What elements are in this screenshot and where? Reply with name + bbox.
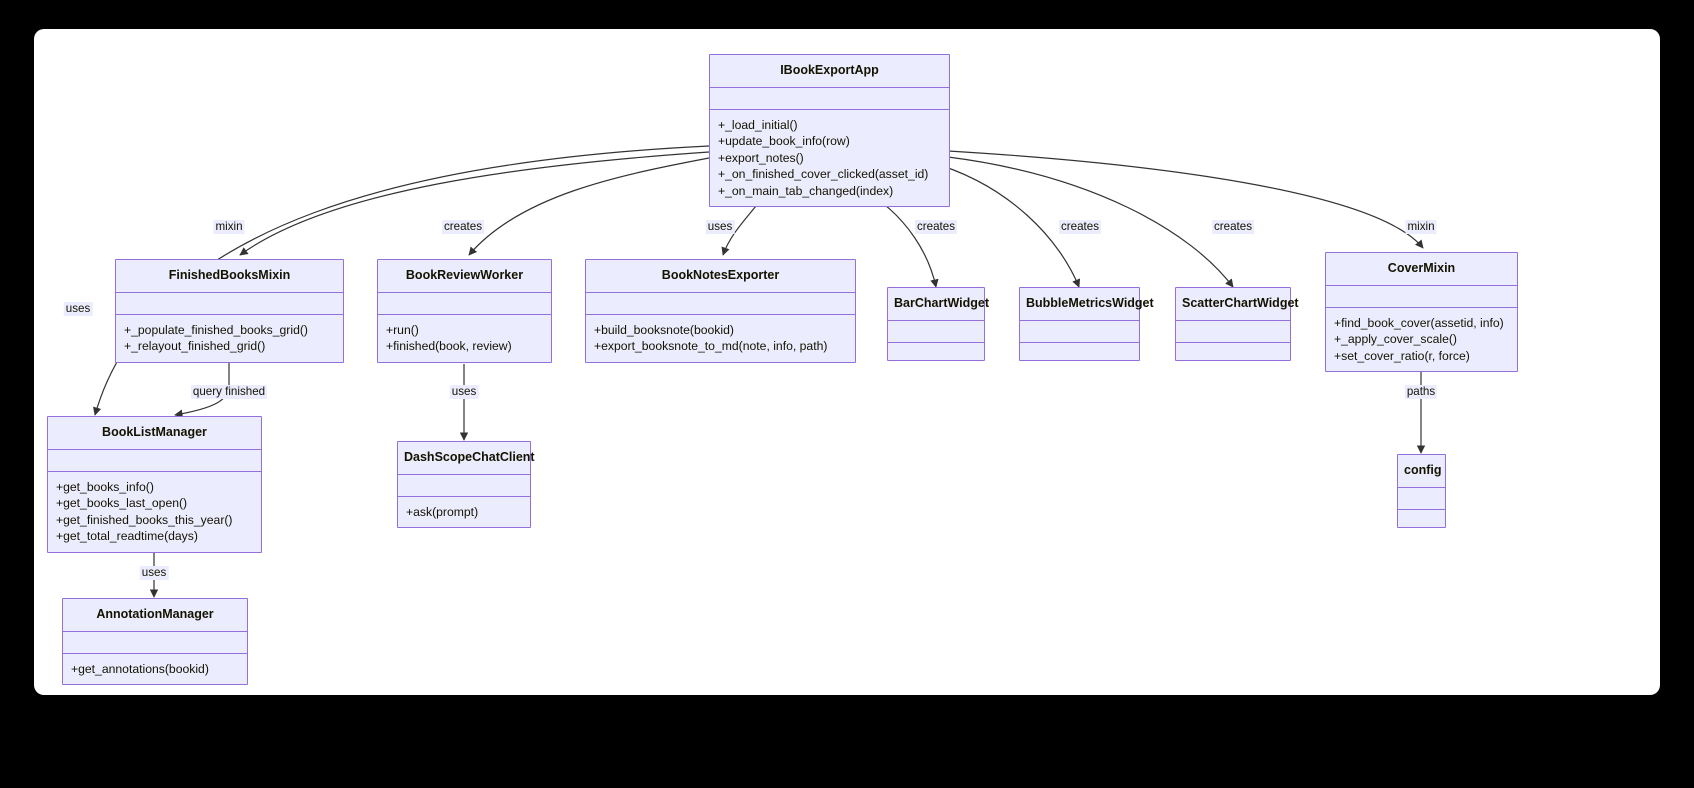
class-title: FinishedBooksMixin bbox=[116, 260, 343, 293]
class-methods bbox=[888, 343, 984, 360]
method-row: +set_cover_ratio(r, force) bbox=[1334, 348, 1470, 363]
class-methods bbox=[1176, 343, 1290, 360]
class-attributes bbox=[1326, 286, 1517, 308]
class-attributes bbox=[710, 88, 949, 110]
class-methods: +_populate_finished_books_grid() +_relay… bbox=[116, 315, 343, 362]
method-row: +get_books_info() bbox=[56, 479, 154, 494]
method-row: +get_finished_books_this_year() bbox=[56, 512, 233, 527]
method-row: +find_book_cover(assetid, info) bbox=[1334, 315, 1504, 330]
method-row: +_populate_finished_books_grid() bbox=[124, 322, 308, 337]
method-row: +ask(prompt) bbox=[406, 504, 479, 519]
edge-label-mixin-finishedbooksmixin: mixin bbox=[213, 220, 245, 234]
class-methods bbox=[1398, 510, 1445, 527]
method-row: +_on_main_tab_changed(index) bbox=[718, 183, 894, 198]
class-attributes bbox=[888, 321, 984, 343]
method-row: +export_booksnote_to_md(note, info, path… bbox=[594, 339, 828, 354]
method-row: +_apply_cover_scale() bbox=[1334, 332, 1457, 347]
class-title: AnnotationManager bbox=[63, 599, 247, 632]
class-attributes bbox=[1398, 488, 1445, 510]
class-methods: +ask(prompt) bbox=[398, 497, 530, 528]
class-node-ibookexportapp[interactable]: IBookExportApp +_load_initial() +update_… bbox=[709, 54, 950, 208]
class-node-bookreviewworker[interactable]: BookReviewWorker +run() +finished(book, … bbox=[377, 259, 552, 363]
class-node-booknotesexporter[interactable]: BookNotesExporter +build_booksnote(booki… bbox=[585, 259, 856, 363]
class-title: BookListManager bbox=[48, 417, 261, 450]
method-row: +get_total_readtime(days) bbox=[56, 529, 198, 544]
class-title: BubbleMetricsWidget bbox=[1020, 288, 1154, 321]
edge-label-uses-annotationmanager: uses bbox=[139, 566, 169, 580]
method-row: +update_book_info(row) bbox=[718, 134, 850, 149]
class-node-dashscopechatclient[interactable]: DashScopeChatClient +ask(prompt) bbox=[397, 441, 535, 529]
method-row: +run() bbox=[386, 322, 419, 337]
edge-label-creates-barchartwidget: creates bbox=[914, 220, 958, 234]
edge-label-mixin-covermixin: mixin bbox=[1405, 220, 1437, 234]
method-row: +export_notes() bbox=[718, 150, 804, 165]
class-methods bbox=[1020, 343, 1139, 360]
method-row: +build_booksnote(bookid) bbox=[594, 322, 734, 337]
method-row: +_load_initial() bbox=[718, 117, 798, 132]
class-node-config[interactable]: config bbox=[1397, 454, 1446, 528]
class-attributes bbox=[48, 450, 261, 472]
edge-label-uses-booklistmanager: uses bbox=[63, 302, 93, 316]
class-node-booklistmanager[interactable]: BookListManager +get_books_info() +get_b… bbox=[47, 416, 262, 553]
edge-label-uses-booknotesexporter: uses bbox=[705, 220, 735, 234]
edge-label-creates-scatterchartwidget: creates bbox=[1211, 220, 1255, 234]
class-attributes bbox=[116, 293, 343, 315]
method-row: +get_annotations(bookid) bbox=[71, 661, 209, 676]
class-attributes bbox=[398, 475, 530, 497]
class-attributes bbox=[1176, 321, 1290, 343]
class-attributes bbox=[1020, 321, 1139, 343]
method-row: +get_books_last_open() bbox=[56, 496, 188, 511]
class-title: BookNotesExporter bbox=[586, 260, 855, 293]
class-methods: +get_annotations(bookid) bbox=[63, 654, 247, 685]
class-methods: +_load_initial() +update_book_info(row) … bbox=[710, 110, 949, 207]
class-methods: +get_books_info() +get_books_last_open()… bbox=[48, 472, 261, 552]
class-attributes bbox=[63, 632, 247, 654]
class-title: ScatterChartWidget bbox=[1176, 288, 1299, 321]
class-title: CoverMixin bbox=[1326, 253, 1517, 286]
edge-label-creates-bubblemetricswidget: creates bbox=[1058, 220, 1102, 234]
class-title: IBookExportApp bbox=[710, 55, 949, 88]
edge-label-paths-config: paths bbox=[1404, 385, 1438, 399]
edge-label-query-finished: query finished bbox=[190, 385, 268, 399]
class-node-annotationmanager[interactable]: AnnotationManager +get_annotations(booki… bbox=[62, 598, 248, 686]
class-node-bubblemetricswidget[interactable]: BubbleMetricsWidget bbox=[1019, 287, 1154, 361]
class-title: DashScopeChatClient bbox=[398, 442, 535, 475]
class-title: config bbox=[1398, 455, 1445, 488]
class-title: BarChartWidget bbox=[888, 288, 989, 321]
class-node-barchartwidget[interactable]: BarChartWidget bbox=[887, 287, 989, 361]
class-node-finishedbooksmixin[interactable]: FinishedBooksMixin +_populate_finished_b… bbox=[115, 259, 344, 363]
class-attributes bbox=[586, 293, 855, 315]
class-methods: +find_book_cover(assetid, info) +_apply_… bbox=[1326, 308, 1517, 372]
class-methods: +build_booksnote(bookid) +export_booksno… bbox=[586, 315, 855, 362]
class-title: BookReviewWorker bbox=[378, 260, 551, 293]
edge-label-uses-dashscopechatclient: uses bbox=[449, 385, 479, 399]
method-row: +finished(book, review) bbox=[386, 339, 512, 354]
class-attributes bbox=[378, 293, 551, 315]
class-methods: +run() +finished(book, review) bbox=[378, 315, 551, 362]
edge-label-creates-bookreviewworker: creates bbox=[441, 220, 485, 234]
class-node-scatterchartwidget[interactable]: ScatterChartWidget bbox=[1175, 287, 1299, 361]
method-row: +_on_finished_cover_clicked(asset_id) bbox=[718, 167, 929, 182]
class-node-covermixin[interactable]: CoverMixin +find_book_cover(assetid, inf… bbox=[1325, 252, 1518, 373]
method-row: +_relayout_finished_grid() bbox=[124, 339, 266, 354]
